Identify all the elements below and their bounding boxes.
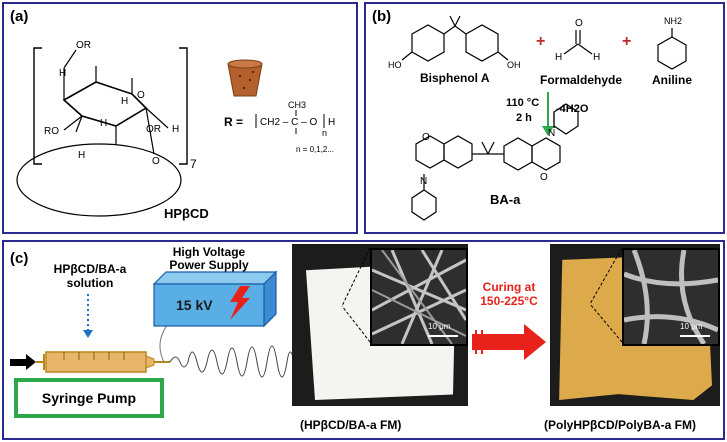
- hpbcd-structure: 7 OR H O H RO H OR H H O R = CH3: [16, 40, 335, 221]
- sem-image-after: 10 μm: [622, 248, 720, 346]
- ba-a-n2: N: [548, 128, 555, 139]
- hv-label-line2: Power Supply: [169, 258, 249, 272]
- bisphenol-a-name: Bisphenol A: [420, 71, 490, 85]
- ba-a-o2: O: [540, 172, 548, 183]
- formaldehyde-name: Formaldehyde: [540, 73, 622, 87]
- aldehyde-o: O: [575, 18, 583, 29]
- aldehyde-h-left: H: [555, 52, 562, 63]
- bond: [145, 107, 155, 155]
- hv-label-line1: High Voltage: [172, 245, 246, 259]
- curing-line1: Curing at: [482, 280, 536, 294]
- ba-a-n1: N: [420, 176, 427, 187]
- ba-a-name: BA-a: [490, 192, 521, 207]
- membrane-photo-after: 10 μm: [550, 244, 720, 406]
- down-arrow-icon: [542, 92, 554, 136]
- scale-bar-label-1: 10 μm: [428, 322, 451, 331]
- atom-o-ring: O: [137, 90, 145, 101]
- bond: [577, 43, 593, 55]
- solution-label: HPβCD/BA-a solution: [40, 262, 140, 290]
- repeat-bracket-right: [179, 47, 188, 165]
- atom-h1: H: [59, 68, 66, 79]
- r-group-chain: CH2 – C – O: [260, 117, 317, 128]
- oh-label: OH: [507, 60, 521, 70]
- scale-bar-label-2: 10 μm: [680, 322, 703, 331]
- bond: [63, 115, 83, 131]
- r-group-ch3: CH3: [288, 100, 306, 110]
- panel-b: (b) HO OH Bisphenol A + O H H Formaldehy…: [364, 2, 725, 234]
- voltage-readout: 15 kV: [176, 297, 213, 313]
- aniline-ring: [657, 36, 687, 70]
- hpbcd-name: HPβCD: [164, 206, 209, 221]
- solution-label-line2: solution: [66, 276, 114, 290]
- solution-label-line1: HPβCD/BA-a: [53, 262, 127, 276]
- curing-line2: 150-225°C: [480, 294, 538, 308]
- atom-or-right: OR: [146, 124, 161, 135]
- syringe-pump-box: Syringe Pump: [14, 378, 164, 418]
- bond: [563, 43, 579, 55]
- atom-ro: RO: [44, 126, 59, 137]
- plus-sign-2: +: [622, 33, 631, 50]
- membrane-photo-before: 10 μm: [292, 244, 468, 406]
- atom-h2: H: [121, 96, 128, 107]
- down-arrow-icon: [83, 330, 93, 338]
- panel-c-label: (c): [10, 250, 29, 267]
- repeat-count: 7: [190, 157, 197, 171]
- nh2-label: NH2: [664, 16, 682, 26]
- bond: [75, 115, 83, 133]
- r-group-h: H: [328, 117, 335, 128]
- plus-sign-1: +: [536, 33, 545, 50]
- zoom-lines-after: [589, 247, 623, 343]
- atom-or-top: OR: [76, 40, 91, 51]
- bond: [63, 49, 77, 69]
- syringe-pump-label: Syringe Pump: [41, 390, 137, 406]
- panel-a: (a) 7 OR H O H RO H OR H H O: [2, 2, 358, 234]
- lightning-bolt-icon: [230, 286, 250, 320]
- bond: [145, 107, 169, 129]
- hv-label: High Voltage Power Supply: [154, 246, 264, 272]
- ba-a-o1: O: [422, 132, 430, 143]
- polymer-jet-spiral: [169, 345, 295, 378]
- glycosidic-loop: [16, 143, 182, 217]
- bisphenol-a-molecule: [401, 15, 509, 62]
- right-arrow-icon: [472, 324, 546, 360]
- caption-after: (PolyHPβCD/PolyBA-a FM): [544, 418, 696, 432]
- atom-h3: H: [100, 118, 107, 129]
- repeat-bracket-left: [33, 47, 42, 165]
- aldehyde-h-right: H: [593, 52, 600, 63]
- right-arrow-icon: [10, 354, 36, 370]
- sem-image-before: 10 μm: [370, 248, 468, 346]
- electrospinning-setup: 15 kV: [10, 270, 295, 378]
- atom-h4: H: [172, 124, 179, 135]
- panel-c: (c) HPβCD/BA-a solution: [2, 240, 725, 440]
- panel-a-label: (a): [10, 8, 29, 25]
- ba-a-synthesis-scheme: HO OH Bisphenol A + O H H Formaldehyde +…: [388, 15, 692, 221]
- ba-a-molecule: [411, 103, 579, 221]
- caption-before: (HPβCD/BA-a FM): [300, 418, 402, 432]
- sem-fibers: [372, 250, 466, 344]
- r-group-n: n: [322, 128, 327, 138]
- condition-temperature: 110 °C: [506, 97, 539, 109]
- hv-power-supply-box: [152, 270, 278, 328]
- curing-label: Curing at 150-225°C: [472, 280, 546, 308]
- panel-b-label: (b): [372, 8, 392, 25]
- n-values: n = 0,1,2...: [296, 145, 334, 154]
- aniline-name: Aniline: [652, 73, 692, 87]
- zoom-lines-before: [341, 247, 371, 343]
- r-group-prefix: R =: [224, 115, 243, 129]
- ho-label: HO: [388, 60, 402, 70]
- syringe: [36, 351, 170, 373]
- sem-fibers: [624, 250, 718, 344]
- atom-o-bridge: O: [152, 156, 160, 167]
- condition-time: 2 h: [516, 112, 532, 124]
- cork-stopper-icon: [227, 59, 263, 97]
- atom-h5: H: [78, 150, 85, 161]
